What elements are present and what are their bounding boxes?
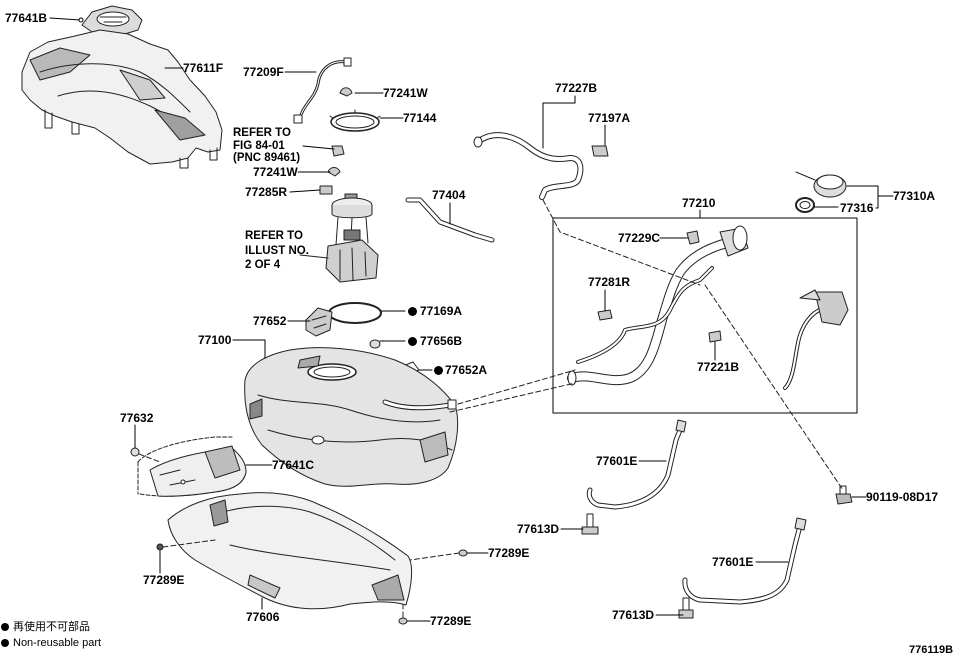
callout-77641C[interactable]: 77641C (272, 458, 315, 472)
pump-clips-drawing (319, 87, 353, 195)
callout-77241W-lower[interactable]: 77241W (253, 165, 298, 179)
callout-77241W-upper[interactable]: 77241W (383, 86, 428, 100)
callout-77289E-bottom[interactable]: 77289E (430, 614, 472, 628)
fuel-tube-drawing (405, 197, 495, 243)
legend-bullet-icon (1, 623, 9, 631)
callout-77210[interactable]: 77210 (682, 196, 716, 210)
upper-protector-cap-drawing (81, 5, 143, 37)
callout-77227B[interactable]: 77227B (555, 81, 598, 95)
note-line: FIG 84-01 (233, 140, 285, 152)
filler-pipe-assembly-drawing (552, 217, 858, 414)
callout-77656B[interactable]: 77656B (420, 334, 463, 348)
breather-hose-drawing (473, 132, 609, 200)
wire-harness-drawing (293, 57, 352, 124)
callout-77281R[interactable]: 77281R (588, 275, 631, 289)
legend-bullet-icon (1, 639, 9, 647)
note-line: REFER TO (233, 127, 291, 139)
fuel-tank-lower-protector-drawing (167, 492, 413, 610)
callout-77100[interactable]: 77100 (198, 333, 232, 347)
callout-77601E-upper[interactable]: 77601E (596, 454, 638, 468)
legend-text-jp: 再使用不可部品 (13, 621, 90, 633)
callout-77613D-lower[interactable]: 77613D (612, 608, 655, 622)
fuel-tank-drawing (244, 347, 459, 487)
callout-77652[interactable]: 77652 (253, 314, 287, 328)
callout-77289E-right[interactable]: 77289E (488, 546, 530, 560)
legend-text-en: Non-reusable part (13, 637, 102, 649)
callout-77641B[interactable]: 77641B (5, 11, 48, 25)
callout-77169A[interactable]: 77169A (420, 304, 463, 318)
bolts-drawing (581, 485, 853, 619)
non-reusable-marker (408, 337, 417, 346)
figure-number: 776119B (909, 644, 954, 656)
grommet-drawing (130, 447, 140, 457)
callout-77285R[interactable]: 77285R (245, 185, 288, 199)
callout-77601E-lower[interactable]: 77601E (712, 555, 754, 569)
callout-77652A[interactable]: 77652A (445, 363, 488, 377)
pump-retainer-ring-drawing (329, 109, 381, 132)
callout-77404[interactable]: 77404 (432, 188, 466, 202)
fuel-tank-side-protector-drawing (137, 436, 247, 497)
callout-77611F[interactable]: 77611F (183, 61, 224, 75)
callout-77606[interactable]: 77606 (246, 610, 280, 624)
note-line: (PNC 89461) (233, 152, 301, 164)
fuel-tank-band-drawing (586, 419, 807, 605)
non-reusable-marker (408, 307, 417, 316)
callout-77310A[interactable]: 77310A (893, 189, 936, 203)
fuel-tank-upper-protector-drawing (21, 29, 223, 169)
callout-77144[interactable]: 77144 (403, 111, 437, 125)
callout-77289E-left[interactable]: 77289E (143, 573, 185, 587)
note-line: REFER TO (245, 230, 303, 242)
callout-90119-08D17[interactable]: 90119-08D17 (866, 490, 939, 504)
callout-77209F[interactable]: 77209F (243, 65, 284, 79)
leader-lines (49, 17, 894, 622)
callout-77229C[interactable]: 77229C (618, 231, 661, 245)
note-line: 2 OF 4 (245, 259, 281, 271)
fuel-cap-drawing (795, 171, 847, 213)
callout-77613D-upper[interactable]: 77613D (517, 522, 560, 536)
non-reusable-marker (434, 366, 443, 375)
tank-bracket-drawing (305, 307, 333, 337)
callout-77632[interactable]: 77632 (120, 411, 154, 425)
callout-77197A[interactable]: 77197A (588, 111, 631, 125)
callout-77221B[interactable]: 77221B (697, 360, 740, 374)
pump-gasket-drawing (328, 302, 382, 324)
fuel-pump-assembly-drawing (299, 193, 379, 283)
assembly-lines (138, 199, 844, 618)
note-line: ILLUST NO. (245, 245, 309, 257)
callout-77316[interactable]: 77316 (840, 201, 874, 215)
